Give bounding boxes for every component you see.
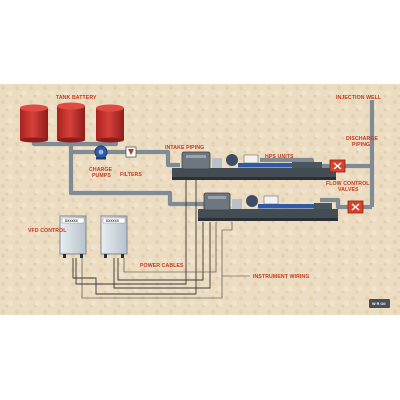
- vfd-cabinet-2: DXXXXX: [100, 215, 128, 258]
- cabinet-brand-2: DXXXXX: [106, 219, 120, 223]
- label-flow-control-valves: FLOW CONTROL VALVES: [326, 181, 371, 193]
- label-injection-well: INJECTION WELL: [336, 95, 382, 101]
- vfd-cabinet-1: DXXXXX: [59, 215, 87, 258]
- label-intake-piping: INTAKE PIPING: [165, 145, 204, 151]
- cabinet-brand-1: DXXXXX: [65, 219, 79, 223]
- label-discharge-piping-line: PIPING: [352, 142, 370, 148]
- tank-3: [96, 104, 124, 143]
- filter-icon: [125, 146, 137, 158]
- label-discharge-piping-line: DISCHARGE: [346, 136, 378, 142]
- flow-control-valve-upper: [329, 159, 346, 173]
- label-filters: FILTERS: [120, 172, 142, 178]
- label-flow-control-valves-line: VALVES: [338, 187, 359, 193]
- label-tank-battery: TANK BATTERY: [56, 95, 97, 101]
- hps-unit-lower: [198, 192, 338, 221]
- label-charge-pumps-line: CHARGE: [89, 167, 113, 173]
- label-charge-pumps: CHARGE PUMPS: [89, 167, 114, 179]
- instrument-wiring: [81, 222, 250, 299]
- corner-badge: W R Oil: [369, 299, 390, 308]
- label-charge-pumps-line: PUMPS: [92, 173, 111, 179]
- hps-unit-upper: [172, 151, 336, 180]
- tank-1: [20, 104, 48, 143]
- label-flow-control-valves-line: FLOW CONTROL: [326, 181, 370, 187]
- badge-text: W R Oil: [372, 302, 386, 306]
- flow-control-valve-lower: [347, 200, 364, 214]
- tank-battery: [20, 102, 124, 143]
- label-instrument-wiring: INSTRUMENT WIRING: [253, 274, 309, 280]
- label-discharge-piping: DISCHARGE PIPING: [346, 136, 380, 148]
- label-hps-units: HPS UNITS: [265, 154, 294, 160]
- label-vfd-control: VFD CONTROL: [28, 228, 67, 234]
- power-cables: [72, 180, 211, 295]
- charge-pump: [94, 145, 108, 160]
- tank-2: [57, 102, 85, 143]
- label-power-cables: POWER CABLES: [140, 263, 184, 269]
